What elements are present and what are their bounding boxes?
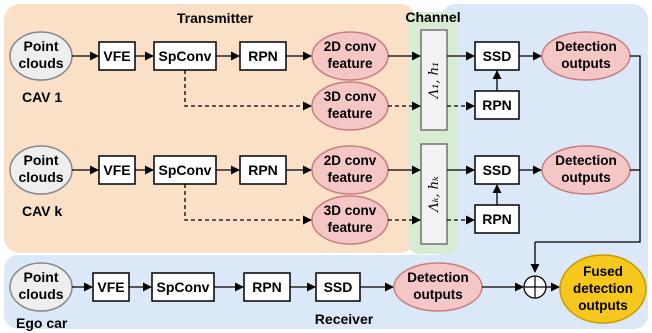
- cav1-rpn-box: [239, 41, 287, 71]
- cavk-rpn2-label: RPN: [482, 211, 512, 227]
- cavk-3d-feature-line1: 3D conv: [324, 203, 377, 218]
- cav1-3d-feature-line2: feature: [327, 106, 373, 121]
- cav1-channel-param: Λ₁, h₁: [427, 62, 442, 99]
- ego-spconv-box: [151, 272, 215, 302]
- cav1-detection-line1: Detection: [555, 39, 617, 54]
- fused-line1: Fused: [583, 264, 623, 279]
- cavk-ssd-label: SSD: [483, 162, 512, 178]
- cavk-spconv-box: [153, 155, 217, 185]
- cav1-ssd-label: SSD: [483, 48, 512, 64]
- fused-line3: outputs: [578, 298, 628, 313]
- ego-label: Ego car: [16, 315, 68, 331]
- cavk-2d-feature-line2: feature: [327, 170, 373, 185]
- ego-ssd-label: SSD: [324, 279, 353, 295]
- cavk-channel-param: Λₖ, hₖ: [427, 176, 442, 213]
- cavk-label: CAV k: [22, 203, 62, 219]
- ego-point-clouds-line2: clouds: [18, 286, 63, 302]
- cavk-point-clouds-line1: Point: [24, 152, 59, 168]
- cav1-channel-param-box: [420, 29, 448, 131]
- receiver-title: Receiver: [315, 311, 374, 327]
- cav1-vfe-label: VFE: [103, 48, 130, 64]
- cavk-ssd-box: [474, 155, 520, 185]
- cav1-rpn-label: RPN: [248, 48, 278, 64]
- cav1-detection-to-bus: [535, 55, 641, 243]
- ego-vfe-label: VFE: [97, 279, 124, 295]
- cavk-rpn-box: [239, 155, 287, 185]
- cav1-ssd-box: [474, 41, 520, 71]
- cavk-vfe-label: VFE: [103, 162, 130, 178]
- cav1-detection-line2: outputs: [561, 56, 611, 71]
- cavk-detection-line2: outputs: [561, 170, 611, 185]
- cav1-dashed-spconv-3d: [184, 70, 312, 111]
- fused-detection-outputs: [559, 254, 647, 324]
- ego-detection-line2: outputs: [413, 287, 463, 302]
- cavk-row: Point clouds CAV k VFE SpConv RPN 2D con…: [9, 143, 631, 245]
- ego-vfe-box: [92, 272, 130, 302]
- ego-detection-line1: Detection: [407, 270, 469, 285]
- cav1-rpn2-label: RPN: [482, 97, 512, 113]
- ego-point-clouds-line1: Point: [24, 269, 59, 285]
- ego-row: Point clouds Ego car VFE SpConv RPN SSD …: [9, 254, 647, 331]
- cavk-2d-feature-line1: 2D conv: [324, 153, 377, 168]
- transmitter-title: Transmitter: [177, 10, 254, 26]
- cav1-vfe-box: [98, 41, 136, 71]
- cav1-2d-feature-line2: feature: [327, 56, 373, 71]
- cav1-row: Point clouds CAV 1 VFE SpConv RPN 2D con…: [9, 29, 631, 131]
- cav1-2d-feature-line1: 2D conv: [324, 39, 377, 54]
- cavk-rpn2-box: [474, 204, 520, 234]
- cavk-channel-param-box: [420, 143, 448, 245]
- ego-rpn-label: RPN: [252, 279, 282, 295]
- cavk-point-clouds-line2: clouds: [18, 169, 63, 185]
- ego-spconv-label: SpConv: [157, 279, 210, 295]
- cavk-spconv-label: SpConv: [159, 162, 212, 178]
- cavk-rpn-label: RPN: [248, 162, 278, 178]
- cavk-3d-feature-line2: feature: [327, 220, 373, 235]
- cavk-dashed-spconv-3d: [184, 184, 312, 225]
- cav1-spconv-label: SpConv: [159, 48, 212, 64]
- cav1-3d-feature-line1: 3D conv: [324, 89, 377, 104]
- cav1-label: CAV 1: [22, 89, 62, 105]
- cav1-point-clouds-line1: Point: [24, 38, 59, 54]
- ego-ssd-box: [315, 272, 361, 302]
- fused-line2: detection: [573, 281, 633, 296]
- cav1-point-clouds-line2: clouds: [18, 55, 63, 71]
- cav1-spconv-box: [153, 41, 217, 71]
- cavk-detection-line1: Detection: [555, 153, 617, 168]
- ego-rpn-box: [243, 272, 291, 302]
- channel-title: Channel: [405, 9, 460, 25]
